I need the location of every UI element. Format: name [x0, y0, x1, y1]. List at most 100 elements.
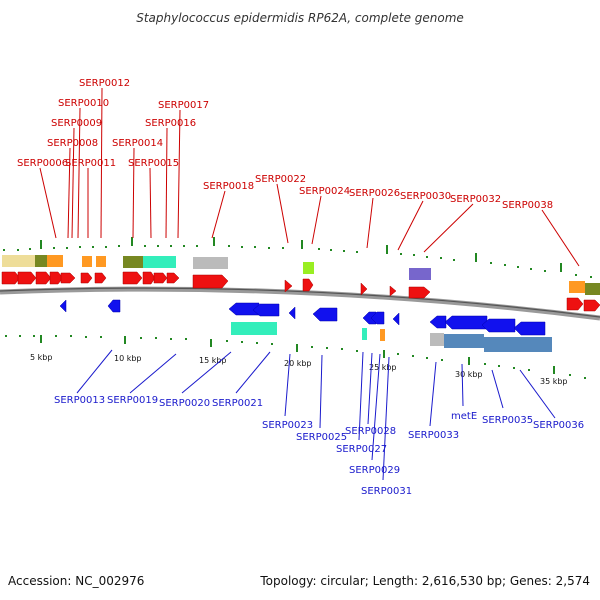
gene-label[interactable]: SERP0016	[145, 118, 196, 129]
gene-label[interactable]: SERP0027	[336, 444, 387, 455]
gene-label[interactable]: SERP0010	[58, 98, 109, 109]
gene-arrow	[94, 272, 107, 284]
gene-label[interactable]: SERP0020	[159, 398, 210, 409]
gene-arrow	[17, 271, 37, 285]
feature-box	[362, 328, 367, 340]
scale-label: 25 kbp	[369, 363, 397, 372]
feature-box	[585, 283, 600, 295]
scale-label: 35 kbp	[540, 377, 568, 386]
top-labels: SERP0006 SERP0008 SERP0009 SERP0010 SERP…	[17, 78, 553, 211]
scale-labels: 5 kbp 10 kbp 15 kbp 20 kbp 25 kbp 30 kbp…	[30, 353, 568, 386]
gene-label[interactable]: SERP0011	[65, 158, 116, 169]
gene-arrow	[252, 303, 280, 317]
gene-label[interactable]: SERP0026	[349, 188, 400, 199]
gene-arrow	[360, 282, 368, 296]
gene-arrow	[122, 271, 143, 285]
top-leaders	[39, 87, 580, 267]
forward-genes	[1, 271, 600, 312]
gene-arrow	[59, 299, 67, 313]
scale-label: 15 kbp	[199, 356, 227, 365]
gene-arrow	[80, 272, 93, 284]
gene-label[interactable]: SERP0022	[255, 174, 306, 185]
gene-arrow	[389, 285, 397, 297]
feature-box	[444, 334, 484, 348]
feature-box	[231, 322, 277, 335]
gene-arrow	[392, 312, 400, 326]
feature-box	[569, 281, 585, 293]
feature-box	[96, 256, 106, 267]
inner-ruler	[5, 335, 586, 379]
scale-label: 30 kbp	[455, 370, 483, 379]
gene-arrow	[35, 271, 52, 285]
gene-arrow	[444, 315, 488, 330]
feature-box	[430, 333, 444, 346]
scale-label: 20 kbp	[284, 359, 312, 368]
gene-label[interactable]: SERP0013	[54, 395, 105, 406]
gene-label[interactable]: SERP0019	[107, 395, 158, 406]
reverse-genes	[59, 299, 546, 336]
gene-arrow	[302, 278, 314, 292]
gene-arrow	[107, 299, 121, 313]
outer-ruler	[3, 237, 592, 278]
gene-arrow	[288, 306, 296, 320]
bottom-labels: SERP0013 SERP0019 SERP0020 SERP0021 SERP…	[54, 395, 584, 497]
feature-box	[303, 262, 314, 274]
gene-arrow	[429, 315, 447, 329]
gene-arrow	[312, 307, 338, 322]
gene-arrow	[481, 318, 516, 333]
gene-label[interactable]: SERP0006	[17, 158, 68, 169]
forward-features	[2, 255, 600, 295]
gene-arrow	[566, 297, 584, 311]
gene-label[interactable]: SERP0008	[47, 138, 98, 149]
gene-arrow	[284, 279, 293, 293]
genome-backbone	[0, 286, 600, 321]
gene-label[interactable]: SERP0015	[128, 158, 179, 169]
gene-arrow	[60, 272, 76, 284]
feature-box	[35, 255, 47, 267]
gene-arrow	[142, 271, 156, 285]
gene-label[interactable]: SERP0014	[112, 138, 163, 149]
gene-label[interactable]: SERP0033	[408, 430, 459, 441]
gene-label[interactable]: SERP0029	[349, 465, 400, 476]
gene-label[interactable]: SERP0024	[299, 186, 350, 197]
gene-arrow	[513, 321, 546, 336]
accession-text: Accession: NC_002976	[8, 574, 145, 588]
feature-box	[123, 256, 143, 268]
scale-label: 10 kbp	[114, 354, 142, 363]
gene-label[interactable]: SERP0009	[51, 118, 102, 129]
gene-label[interactable]: SERP0017	[158, 100, 209, 111]
gene-label[interactable]: SERP0031	[361, 486, 412, 497]
gene-arrow	[166, 272, 180, 284]
gene-label[interactable]: SERP0038	[502, 200, 553, 211]
gene-label[interactable]: SERP0032	[450, 194, 501, 205]
gene-label[interactable]: SERP0035	[482, 415, 533, 426]
gene-label[interactable]: SERP0028	[345, 426, 396, 437]
gene-arrow	[1, 271, 21, 285]
feature-box	[2, 255, 35, 267]
gene-label[interactable]: SERP0018	[203, 181, 254, 192]
gene-label[interactable]: SERP0023	[262, 420, 313, 431]
gene-arrow	[153, 272, 168, 284]
feature-box	[484, 337, 552, 352]
feature-box	[143, 256, 176, 268]
genome-backbone-line	[0, 287, 600, 318]
gene-arrow	[370, 311, 385, 325]
feature-box	[193, 257, 228, 269]
gene-arrow	[583, 299, 600, 312]
gene-arrow	[408, 286, 431, 299]
gene-label[interactable]: metE	[451, 411, 477, 422]
feature-box	[47, 255, 63, 267]
gene-arrow	[192, 274, 229, 289]
gene-label[interactable]: SERP0036	[533, 420, 584, 431]
scale-label: 5 kbp	[30, 353, 52, 362]
gene-label[interactable]: SERP0030	[400, 191, 451, 202]
gene-label[interactable]: SERP0025	[296, 432, 347, 443]
gene-arrow	[49, 271, 64, 285]
feature-box	[82, 256, 92, 267]
feature-box	[409, 268, 431, 280]
gene-label[interactable]: SERP0021	[212, 398, 263, 409]
reverse-features	[231, 322, 552, 352]
gene-label[interactable]: SERP0012	[79, 78, 130, 89]
topology-text: Topology: circular; Length: 2,616,530 bp…	[260, 574, 590, 588]
